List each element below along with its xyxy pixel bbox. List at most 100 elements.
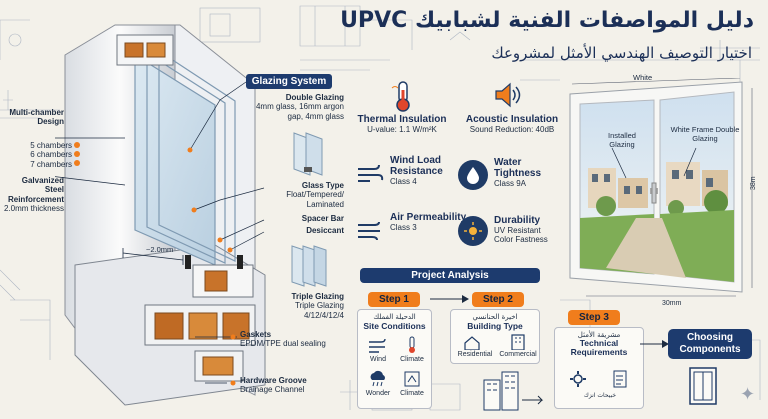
durability-sub2: Color Fastness <box>494 235 548 244</box>
climate-small-label: Climate <box>400 356 424 363</box>
dimension-label: ~2.0mm <box>146 245 174 254</box>
glass-type-sub: Float/Tempered/ Laminated <box>286 190 344 209</box>
gaskets-sub: EPDM/TPE dual sealing <box>240 339 326 349</box>
water-drop-icon <box>458 160 488 190</box>
thermal-sub: U-value: 1.1 W/m²K <box>367 125 437 134</box>
wind-small-icon <box>369 338 386 353</box>
glazing-leaders <box>187 81 265 253</box>
glass-type-title: Glass Type <box>301 181 344 190</box>
wind-title: Wind Load Resistance <box>390 155 443 177</box>
wind-icon <box>356 160 384 188</box>
commercial-label: Commercial <box>499 351 537 358</box>
upvc-profile-cross-section <box>55 24 266 406</box>
window-height-dim: 38m <box>750 176 757 190</box>
wonder-small-label: Wonder <box>365 390 391 397</box>
spacer-bar-label: Spacer Bar <box>301 214 344 223</box>
double-glazing-title: Double Glazing <box>285 93 344 102</box>
galvanized-sub: 2.0mm thickness <box>3 204 64 214</box>
step-2-pill: Step 2 <box>472 292 524 307</box>
gaskets-title: Gaskets <box>240 330 272 339</box>
air-permeability-block: Air Permeability Class 3 <box>390 212 470 232</box>
multi-chamber-title: Multi-chamber Design <box>9 108 64 127</box>
air-sub: Class 3 <box>390 223 417 232</box>
sparkle-icon: ✦ <box>740 384 756 404</box>
climate-gauge-icon <box>404 371 420 387</box>
triple-glazing-sub2: 4/12/4/12/4 <box>303 310 344 320</box>
step-2-arabic: اخيرة الحنانسي <box>472 313 518 321</box>
air-flow-icon <box>356 220 384 244</box>
step-2-card: اخيرة الحنانسي Building Type Residential… <box>450 309 540 364</box>
residential-label: Residential <box>457 351 493 358</box>
speaker-icon <box>495 82 521 108</box>
window-component-icon <box>689 367 717 405</box>
glass-type-label: Glass Type Float/Tempered/ Laminated <box>264 181 344 209</box>
chamber-7: 7 chambers <box>30 159 72 169</box>
installed-glazing-label: Installed Glazing <box>608 131 636 149</box>
glazing-system-header: Glazing System <box>246 74 332 89</box>
climate2-small-label: Climate <box>400 390 424 397</box>
step-1-title: Site Conditions <box>363 321 426 331</box>
acoustic-title: Acoustic Insulation <box>465 114 559 125</box>
galvanized-title: Galvanized Steel Reinforcement <box>7 176 64 204</box>
chambers-list: 5 chambers 6 chambers 7 chambers <box>2 141 72 169</box>
triple-glazing-icon <box>291 245 327 287</box>
durability-block: Durability UV Resistant Color Fastness <box>494 215 566 244</box>
gaskets-label: Gaskets EPDM/TPE dual sealing <box>240 330 340 349</box>
sun-shield-icon <box>458 216 488 246</box>
desiccant-label: Desiccant <box>306 226 344 235</box>
thermometer-icon <box>391 81 410 112</box>
arrow-step3-to-choose <box>640 340 669 348</box>
durability-sub1: UV Resistant <box>494 226 541 235</box>
step-3-card: مشريقة الأمثل Technical Requirements خبي… <box>554 327 644 409</box>
wind-sub: Class 4 <box>390 177 417 186</box>
acoustic-insulation-block: Acoustic Insulation Sound Reduction: 40d… <box>458 114 566 134</box>
hardware-label: Hardware Groove Drainage Channel <box>240 376 340 395</box>
water-tightness-block: Water Tightness Class 9A <box>494 157 566 188</box>
triple-glazing-sub1: Triple Glazing <box>294 301 344 311</box>
page-title: دليل المواصفات الفنية لشبابيك UPVC <box>340 8 754 33</box>
window-width-dim: 30mm <box>662 300 682 307</box>
house-icon <box>464 336 480 350</box>
multi-chamber-label: Multi-chamber Design <box>2 108 64 127</box>
double-glazing-sub: 4mm glass, 16mm argon gap, 4mm glass <box>255 102 344 121</box>
thermal-title: Thermal Insulation <box>357 114 447 125</box>
buildings-icon <box>483 371 544 411</box>
office-building-icon <box>511 334 525 350</box>
double-glazing-label: Double Glazing 4mm glass, 16mm argon gap… <box>248 93 344 121</box>
wind-small-label: Wind <box>370 356 386 363</box>
project-analysis-header: Project Analysis <box>360 268 540 283</box>
checklist-icon <box>613 370 627 388</box>
hardware-title: Hardware Groove <box>240 376 307 385</box>
triple-glazing-label: Triple Glazing Triple Glazing 4/12/4/12/… <box>264 292 344 320</box>
air-title: Air Permeability <box>390 212 467 223</box>
water-sub: Class 9A <box>494 179 527 188</box>
acoustic-sub: Sound Reduction: 40dB <box>469 125 555 134</box>
step-3-arabic: مشريقة الأمثل <box>577 331 621 339</box>
page-subtitle: اختيار التوصيف الهندسي الأمثل لمشروعك <box>491 44 752 62</box>
durability-title: Durability <box>494 215 541 226</box>
step-1-card: الدحيلة الفملك Site Conditions Wind Clim… <box>357 309 432 409</box>
hardware-sub: Drainage Channel <box>240 385 305 395</box>
window-white-label: White <box>633 73 653 82</box>
chamber-6: 6 chambers <box>30 150 72 160</box>
step-1-arabic: الدحيلة الفملك <box>373 313 416 321</box>
window-illustration <box>569 78 753 297</box>
double-glazing-icon <box>293 132 323 176</box>
gear-icon <box>570 371 586 387</box>
arrow-step1-to-step2 <box>430 295 469 303</box>
water-title: Water Tightness <box>494 157 542 179</box>
step-3-pill: Step 3 <box>568 310 620 325</box>
triple-glazing-title: Triple Glazing <box>291 292 344 301</box>
wind-load-block: Wind Load Resistance Class 4 <box>390 155 470 186</box>
climate-thermo-icon <box>409 336 415 353</box>
white-frame-label: White Frame Double Glazing <box>670 125 740 143</box>
galvanized-label: Galvanized Steel Reinforcement 2.0mm thi… <box>2 176 64 214</box>
thermal-insulation-block: Thermal Insulation U-value: 1.1 W/m²K <box>352 114 452 134</box>
chamber-5: 5 chambers <box>30 141 72 150</box>
choosing-components-button[interactable]: Choosing Components <box>668 329 752 359</box>
step-1-pill: Step 1 <box>368 292 420 307</box>
step-3-small-arabic: خبيحات انزك <box>583 392 617 399</box>
step-3-title: Technical Requirements <box>570 338 628 358</box>
step-2-title: Building Type <box>467 321 523 331</box>
rain-cloud-icon <box>370 370 385 387</box>
